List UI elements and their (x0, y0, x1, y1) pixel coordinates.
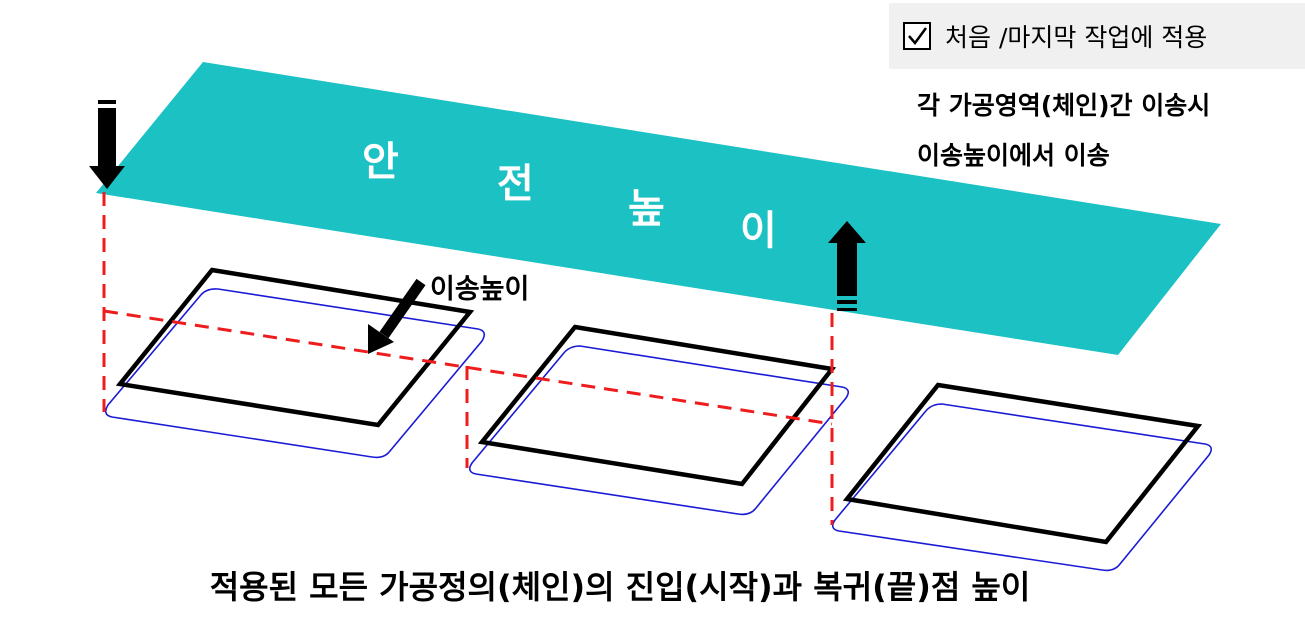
exit-up-arrow (828, 221, 866, 311)
safe-height-char-3: 높 (628, 186, 665, 232)
transfer-height-arrow (368, 278, 426, 354)
description-line-1: 각 가공영역(체인)간 이송시 (917, 91, 1211, 120)
safe-height-char-1: 안 (362, 139, 399, 185)
apply-first-last-label: 처음 /마지막 작업에 적용 (945, 23, 1208, 52)
transfer-height-label: 이송높이 (430, 274, 529, 305)
checkmark-icon (908, 27, 928, 46)
chain-1-offset-outline (104, 288, 486, 459)
safe-height-char-2: 전 (497, 161, 534, 207)
safe-height-plane (96, 62, 1221, 355)
entry-down-arrow (89, 100, 125, 189)
chain-1-outline (115, 267, 475, 428)
apply-first-last-option: 처음 /마지막 작업에 적용 (889, 3, 1305, 69)
chain-2-outline (477, 324, 837, 487)
diagram-caption: 적용된 모든 가공정의(체인)의 진입(시작)과 복귀(끝)점 높이 (209, 568, 1031, 606)
apply-first-last-checkbox[interactable] (903, 22, 931, 50)
chain-2-offset-outline (468, 345, 850, 516)
description-line-2: 이송높이에서 이송 (917, 141, 1110, 170)
safe-height-char-4: 이 (740, 208, 777, 254)
chain-3-offset-outline (831, 403, 1213, 572)
chain-3-outline (842, 382, 1203, 545)
